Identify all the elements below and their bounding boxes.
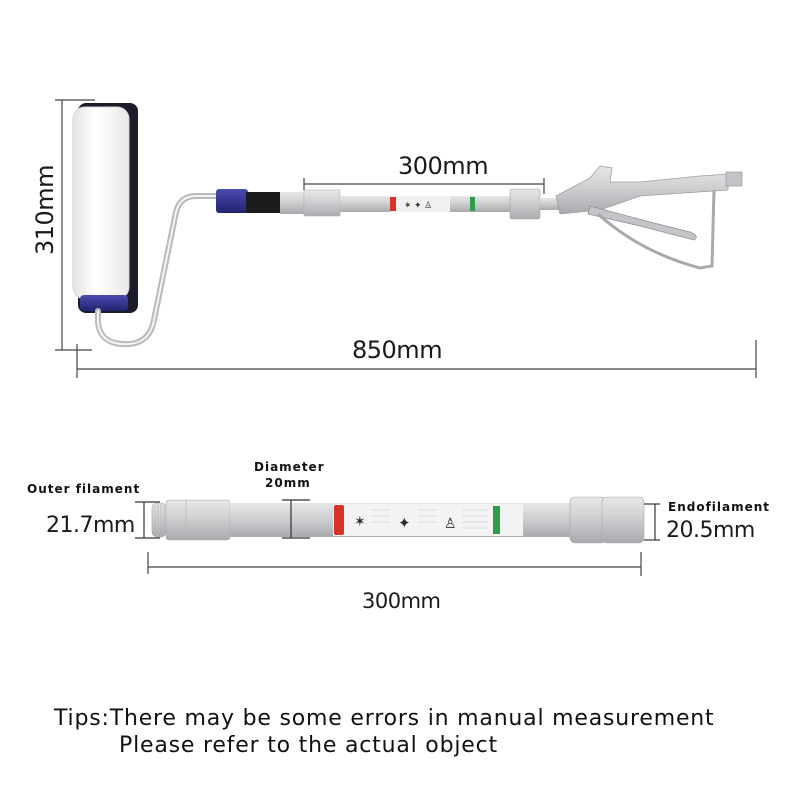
inner-thread-dimension-line [644, 503, 660, 541]
roller-assembly: ✶ ✦ ♙ [55, 99, 757, 378]
extension-length-label: 300mm [398, 152, 489, 180]
tips-line-2: Please refer to the actual object [119, 733, 498, 758]
svg-text:✶ ✦ ♙: ✶ ✦ ♙ [404, 200, 432, 210]
black-collar [246, 192, 280, 213]
pole-sticker [333, 504, 523, 536]
svg-text:♙: ♙ [444, 515, 457, 531]
roller-end-cap [80, 295, 128, 311]
tips-line-1: Tips:There may be some errors in manual … [54, 706, 715, 731]
inner-thread-value: 20.5mm [666, 518, 755, 543]
hex-fitting [165, 499, 231, 541]
diameter-value: 20mm [265, 476, 311, 490]
pole-fitting [280, 192, 304, 214]
diameter-title: Diameter [254, 460, 325, 474]
diameter-dimension-line [282, 499, 310, 539]
roller-cover [72, 106, 130, 300]
svg-text:✶: ✶ [354, 513, 366, 529]
pole-length-label: 300mm [362, 589, 441, 613]
extension-top-dimension-line [303, 178, 545, 194]
inner-thread-title: Endofilament [668, 500, 771, 514]
roller-height-dimension-line [55, 99, 95, 351]
outer-thread-value: 21.7mm [46, 513, 135, 538]
total-length-dimension-line [76, 340, 757, 378]
spray-gun [555, 165, 743, 270]
svg-text:✦: ✦ [398, 515, 411, 532]
pole-length-dimension-line [147, 552, 642, 576]
outer-thread-title: Outer filament [27, 482, 141, 496]
total-length-label: 850mm [352, 336, 443, 364]
outer-thread-dimension-line [135, 501, 160, 539]
female-coupling [569, 496, 607, 544]
extension-pole-detail: ✶ ✦ ♙ [135, 496, 660, 576]
roller-height-label: 310mm [31, 164, 59, 255]
blue-coupler [216, 189, 248, 213]
